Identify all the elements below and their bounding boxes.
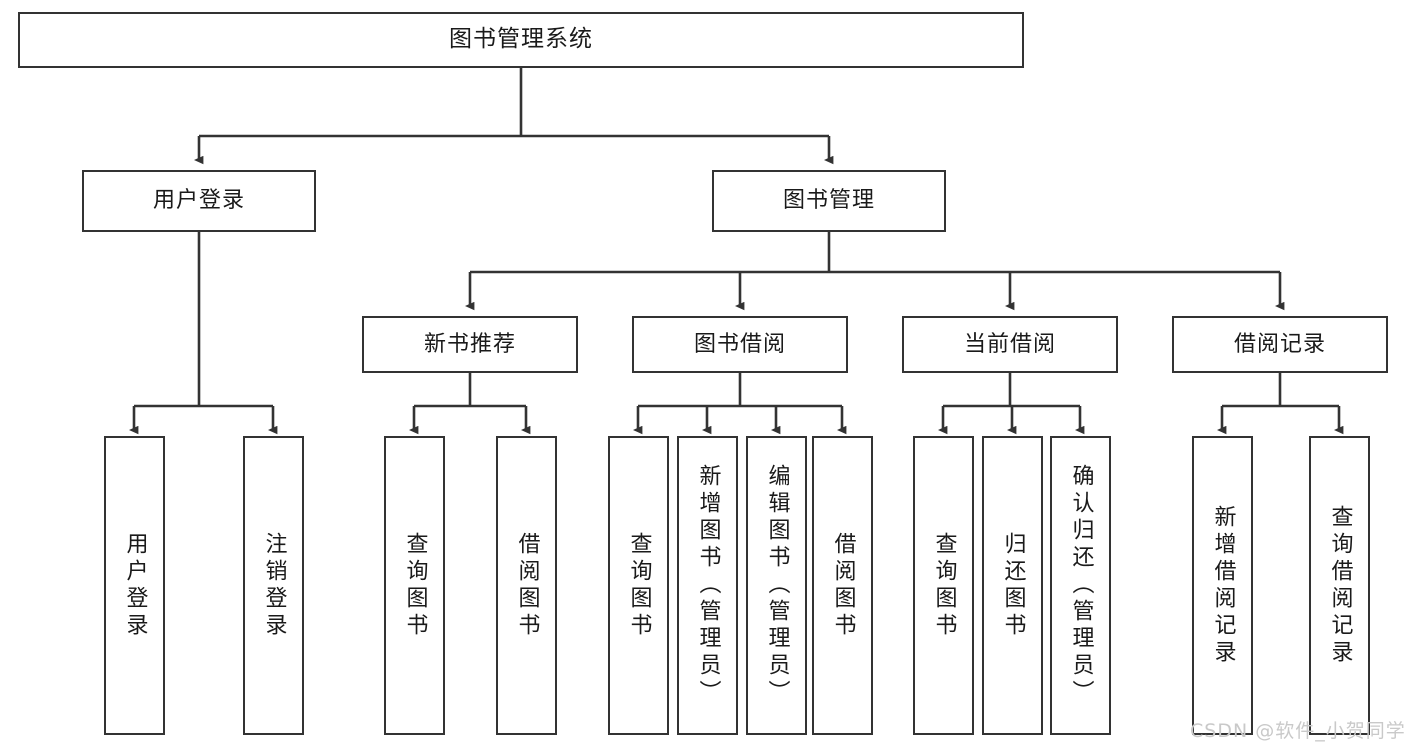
node-label: 新书推荐 bbox=[423, 331, 516, 357]
node-label: 新增图书（管理员） bbox=[695, 464, 721, 707]
node-label: 新增借阅记录 bbox=[1210, 504, 1236, 667]
node-borrow-record[interactable]: 借阅记录 bbox=[1172, 316, 1388, 373]
leaf-borrow-query-book[interactable]: 查询图书 bbox=[608, 436, 669, 735]
leaf-current-confirm-return-admin[interactable]: 确认归还（管理员） bbox=[1050, 436, 1111, 735]
node-root-system[interactable]: 图书管理系统 bbox=[18, 12, 1024, 68]
leaf-borrow-edit-book-admin[interactable]: 编辑图书（管理员） bbox=[746, 436, 807, 735]
node-label: 查询图书 bbox=[931, 531, 957, 640]
node-book-management[interactable]: 图书管理 bbox=[712, 170, 946, 232]
node-label: 归还图书 bbox=[1000, 531, 1026, 640]
node-label: 图书管理系统 bbox=[449, 26, 593, 53]
leaf-borrow-borrow-book[interactable]: 借阅图书 bbox=[812, 436, 873, 735]
node-label: 用户登录 bbox=[152, 188, 245, 214]
leaf-record-query-record[interactable]: 查询借阅记录 bbox=[1309, 436, 1370, 735]
node-label: 查询图书 bbox=[626, 531, 652, 640]
leaf-user-login[interactable]: 用户登录 bbox=[104, 436, 165, 735]
node-user-login[interactable]: 用户登录 bbox=[82, 170, 316, 232]
node-label: 查询借阅记录 bbox=[1327, 504, 1353, 667]
leaf-recommend-query-book[interactable]: 查询图书 bbox=[384, 436, 445, 735]
csdn-watermark: CSDN @软件_小贺同学 bbox=[1190, 720, 1405, 742]
leaf-record-add-record[interactable]: 新增借阅记录 bbox=[1192, 436, 1253, 735]
node-label: 确认归还（管理员） bbox=[1068, 464, 1094, 707]
node-label: 编辑图书（管理员） bbox=[764, 464, 790, 707]
leaf-current-query-book[interactable]: 查询图书 bbox=[913, 436, 974, 735]
leaf-borrow-add-book-admin[interactable]: 新增图书（管理员） bbox=[677, 436, 738, 735]
node-label: 用户登录 bbox=[122, 531, 148, 640]
node-label: 图书借阅 bbox=[693, 331, 786, 357]
leaf-current-return-book[interactable]: 归还图书 bbox=[982, 436, 1043, 735]
node-label: 注销登录 bbox=[261, 531, 287, 640]
node-book-borrow[interactable]: 图书借阅 bbox=[632, 316, 848, 373]
leaf-recommend-borrow-book[interactable]: 借阅图书 bbox=[496, 436, 557, 735]
node-label: 借阅图书 bbox=[830, 531, 856, 640]
node-label: 借阅记录 bbox=[1233, 331, 1326, 357]
node-current-borrow[interactable]: 当前借阅 bbox=[902, 316, 1118, 373]
node-label: 借阅图书 bbox=[514, 531, 540, 640]
node-new-book-recommend[interactable]: 新书推荐 bbox=[362, 316, 578, 373]
node-label: 图书管理 bbox=[782, 188, 875, 214]
node-label: 当前借阅 bbox=[963, 331, 1056, 357]
leaf-user-logout[interactable]: 注销登录 bbox=[243, 436, 304, 735]
node-label: 查询图书 bbox=[402, 531, 428, 640]
